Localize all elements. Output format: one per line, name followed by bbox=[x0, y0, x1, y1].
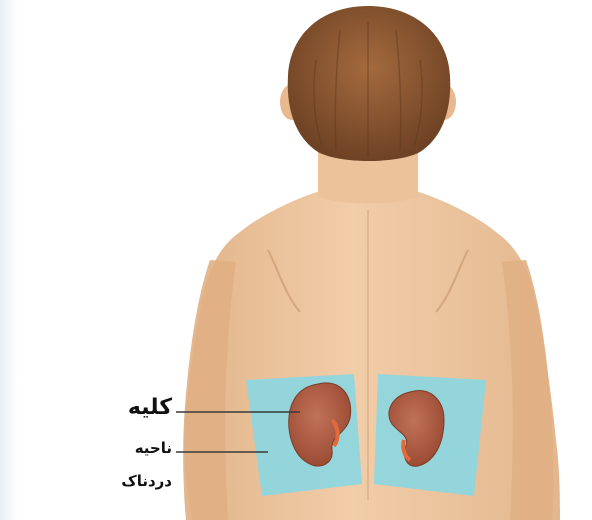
pain-region-label-line1: ناحیه bbox=[88, 439, 172, 457]
torso bbox=[184, 188, 560, 520]
hair bbox=[288, 6, 451, 161]
pain-region-label-line2: دردناک bbox=[70, 472, 172, 490]
kidney-label: کلیه bbox=[88, 395, 172, 420]
